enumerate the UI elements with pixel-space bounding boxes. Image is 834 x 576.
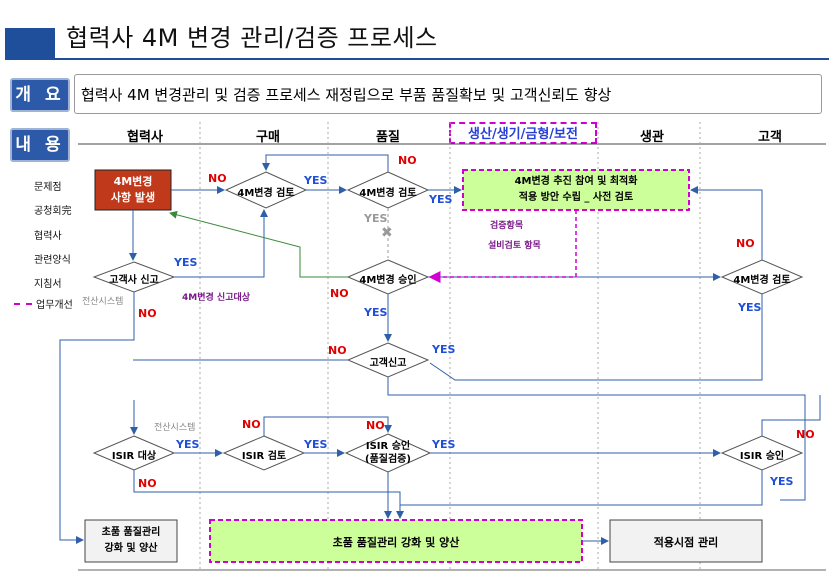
apply-time-box [609,519,763,563]
legend-hearing: 공청회完 [34,206,72,217]
no-label: NO [330,287,349,300]
legend-guideline: 지침서 [34,279,62,290]
content-tag: 내 용 [10,128,70,162]
production-review-label: 4M변경 추진 참여 및 최적화 적용 방안 수립 _ 사전 검토 [514,176,638,203]
supplier-report-label: 고객사 신고 [109,275,159,286]
overview-text: 협력사 4M 변경관리 및 검증 프로세스 재정립으로 부품 품질확보 및 고객… [74,74,822,114]
isir-approve-label: ISIR 승인 (품질검증) [365,441,411,465]
edp-system-note: 전산시스템 [154,423,196,433]
purchase-review-label: 4M변경 검토 [237,188,295,199]
no-label: NO [242,418,261,431]
report-target-note: 4M변경 신고대상 [182,293,251,303]
quality-review-label: 4M변경 검토 [359,188,417,199]
yes-label: YES [176,438,200,451]
initial-quality-box [209,519,583,563]
yes-label: YES [738,301,762,314]
initial-quality-supplier-label: 초품 품질관리 강화 및 양산 [101,527,161,554]
no-label: NO [736,237,755,250]
isir-review-diamond [222,435,306,471]
purchase-review-diamond [224,171,308,209]
isir-customer-label: ISIR 승인 [739,451,785,462]
column-header-supplier: 협력사 [127,130,163,145]
customer-report-label: 고객신고 [369,358,407,369]
yes-label: YES [432,438,456,451]
cancel-x-icon: ✖ [381,225,393,241]
yes-label: YES [429,193,453,206]
column-header-customer: 고객 [758,130,782,145]
no-label: NO [138,307,157,320]
reject-return-arrow [169,210,348,278]
legend-problem: 문제점 [34,182,62,193]
legend-improvement: 업무개선 [36,300,73,311]
initial-quality-supplier-box [84,519,178,563]
no-label: NO [208,172,227,185]
check-items-note: 검증항목 [490,221,524,231]
edp-system-note: 전산시스템 [82,297,124,307]
yes-label: YES [304,174,328,187]
apply-time-label: 적용시점 관리 [653,536,719,549]
yes-label: YES [304,438,328,451]
initial-quality-label: 초품 품질관리 강화 및 양산 [332,536,460,549]
legend-supplier: 협력사 [34,231,62,242]
isir-review-label: ISIR 검토 [241,451,287,462]
yes-label: YES [770,475,794,488]
legend-improvement-line [14,303,32,305]
column-header-production-control: 생관 [640,130,664,145]
column-header-purchase: 구매 [256,130,280,145]
quality-approve-label: 4M변경 승인 [359,275,417,286]
no-label: NO [138,477,157,490]
yes-label: YES [432,343,456,356]
title-divider [5,58,829,60]
no-label: NO [328,344,347,357]
yes-label: YES [364,306,388,319]
column-header-quality: 품질 [376,130,400,145]
overview-tag: 개 요 [10,78,70,112]
change-occur-box [94,169,172,211]
no-label: NO [398,154,417,167]
customer-review-label: 4M변경 검토 [733,275,791,286]
isir-target-label: ISIR 대상 [111,451,157,462]
title-accent-bar [5,28,55,58]
no-label: NO [796,428,815,441]
equip-items-note: 설비검토 항목 [488,241,541,251]
legend-form: 관련양식 [34,255,71,266]
no-label: NO [366,419,385,432]
yes-label: YES [174,256,198,269]
change-occur-label: 4M변경 사항 발생 [110,175,156,204]
yes-label-grey: YES [364,212,388,225]
page-title: 협력사 4M 변경 관리/검증 프로세스 [66,24,438,52]
